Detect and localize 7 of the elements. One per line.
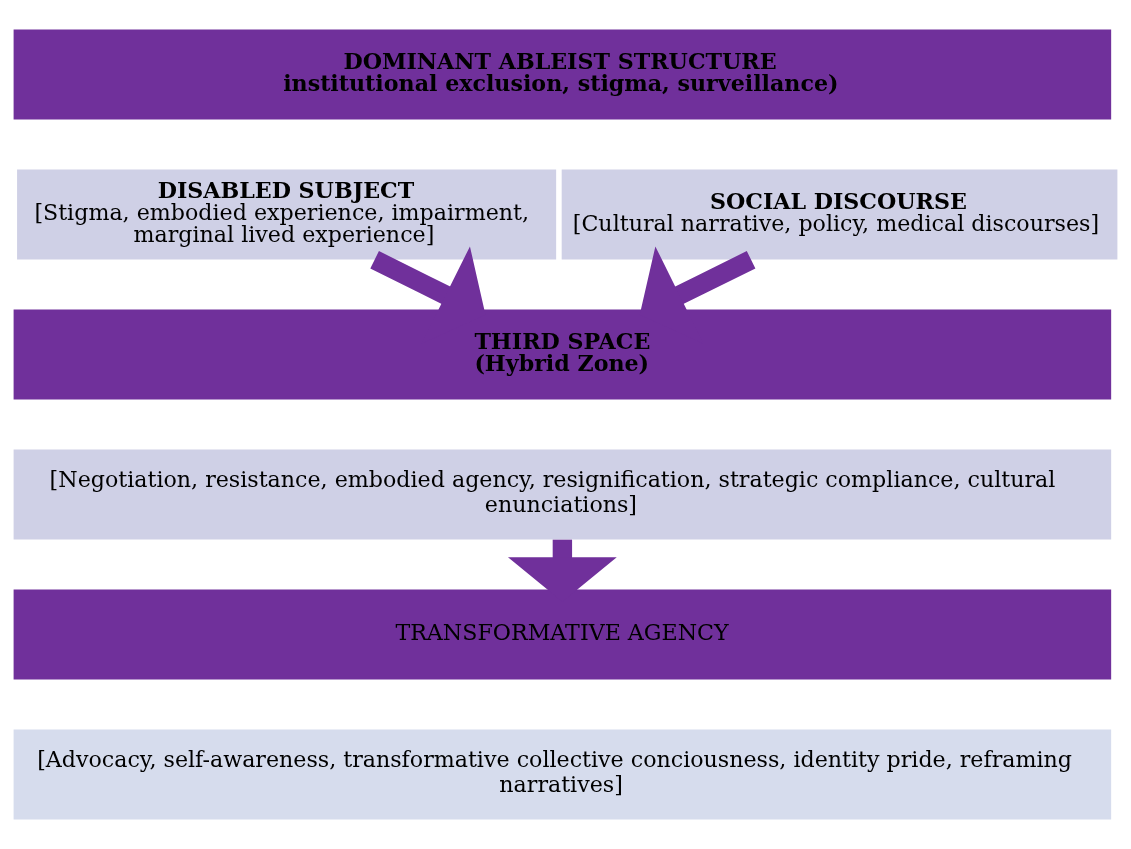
node-box: DISABLED SUBJECT [Stigma, embodied experience, impairment, marginal lived experience]: [17, 169, 557, 260]
node-box: DOMINANT ABLEIST STRUCTURE institutional exclusion, stigma, surveillance): [13, 29, 1112, 120]
node-box: [Negotiation, resistance, embodied agency, resignification, strategic compliance, cultural enunciations]: [13, 449, 1112, 540]
node-box: SOCIAL DISCOURSE [Cultural narrative, policy, medical discourses]: [561, 169, 1118, 260]
node-box: THIRD SPACE (Hybrid Zone): [13, 309, 1112, 400]
node-box: [Advocacy, self-awareness, transformative collective conciousness, identity pride, reframing narratives]: [13, 729, 1112, 820]
node-box: TRANSFORMATIVE AGENCY: [13, 589, 1112, 680]
